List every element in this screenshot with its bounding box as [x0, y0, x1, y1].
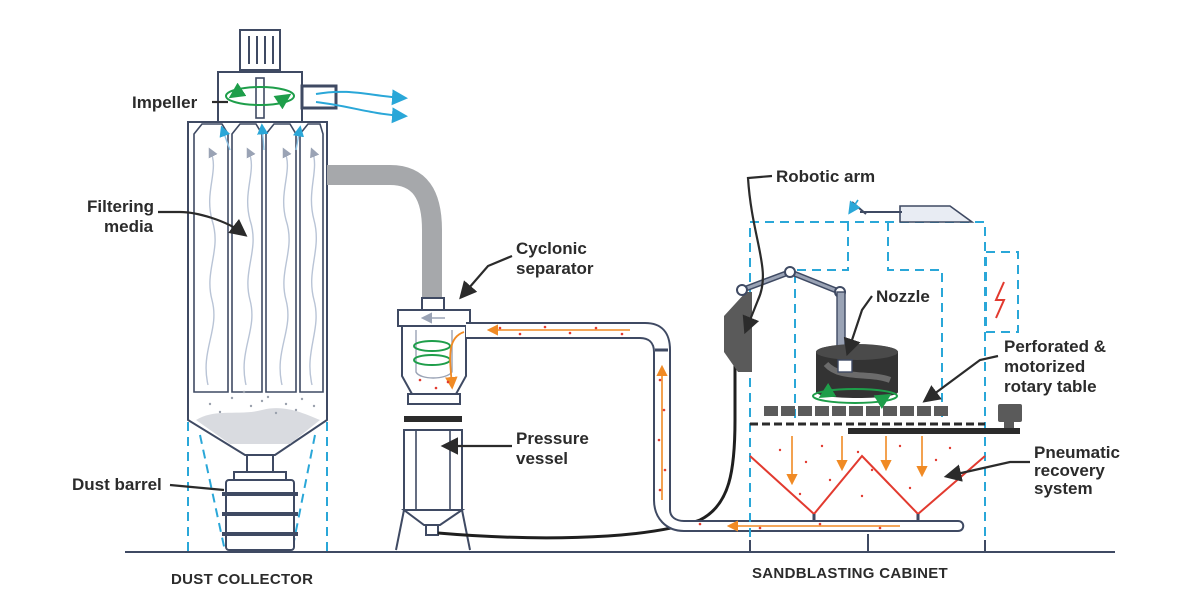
- label-pneumatic-line2: recovery: [1034, 461, 1105, 480]
- exhaust-arrow-top: [315, 89, 408, 106]
- filtering-media-leader: [158, 210, 248, 237]
- pneumatic-leader: [943, 460, 1030, 482]
- label-nozzle: Nozzle: [876, 287, 930, 306]
- robotic-arm-leader: [742, 174, 773, 335]
- label-robotic-arm: Robotic arm: [776, 167, 875, 186]
- cyclonic-separator-leader: [459, 254, 513, 300]
- nozzle-leader: [843, 295, 873, 357]
- label-rotary-table-line3: rotary table: [1004, 377, 1097, 396]
- label-pneumatic-line3: system: [1034, 479, 1093, 498]
- cyclonic-separator: [397, 297, 471, 405]
- pressure-vessel: [395, 429, 471, 551]
- label-cyclonic-separator-line1: Cyclonic: [516, 239, 587, 258]
- rotary-table: [764, 406, 948, 416]
- label-cyclonic-separator-line2: separator: [516, 259, 594, 278]
- dust-barrel: [222, 471, 298, 551]
- exhaust-arrow-bottom: [315, 101, 408, 124]
- sandblasting-cabinet: [724, 199, 1022, 552]
- return-duct: [418, 322, 965, 532]
- label-pressure-vessel-line2: vessel: [516, 449, 568, 468]
- extraction-hose: [327, 165, 442, 302]
- filter-cartridges: [193, 123, 324, 393]
- caption-sandblasting-cabinet: SANDBLASTING CABINET: [752, 565, 948, 582]
- label-filtering-media-line1: Filtering: [87, 197, 154, 216]
- dust-barrel-leader: [169, 483, 225, 492]
- rotary-table-leader: [922, 354, 999, 403]
- fan-icon: [225, 82, 295, 110]
- label-impeller: Impeller: [132, 93, 198, 112]
- label-pneumatic-line1: Pneumatic: [1034, 443, 1120, 462]
- blast-gun-icon: [848, 199, 975, 223]
- table-rotation-arrow: [812, 382, 898, 410]
- label-rotary-table-line2: motorized: [1004, 357, 1085, 376]
- label-filtering-media-line2: media: [104, 217, 154, 236]
- electrical-hazard-icon: [994, 281, 1006, 319]
- collected-dust: [196, 408, 320, 444]
- label-pressure-vessel-line1: Pressure: [516, 429, 589, 448]
- filter-air-flow: [205, 123, 320, 386]
- blast-hose: [437, 360, 737, 540]
- recovery-hopper: [749, 454, 986, 516]
- caption-dust-collector: DUST COLLECTOR: [171, 571, 313, 588]
- motor-icon: [998, 404, 1022, 428]
- label-rotary-table-line1: Perforated &: [1004, 337, 1106, 356]
- dust-collector: [187, 29, 408, 552]
- robotic-arm: [724, 266, 846, 372]
- label-dust-barrel: Dust barrel: [72, 475, 162, 494]
